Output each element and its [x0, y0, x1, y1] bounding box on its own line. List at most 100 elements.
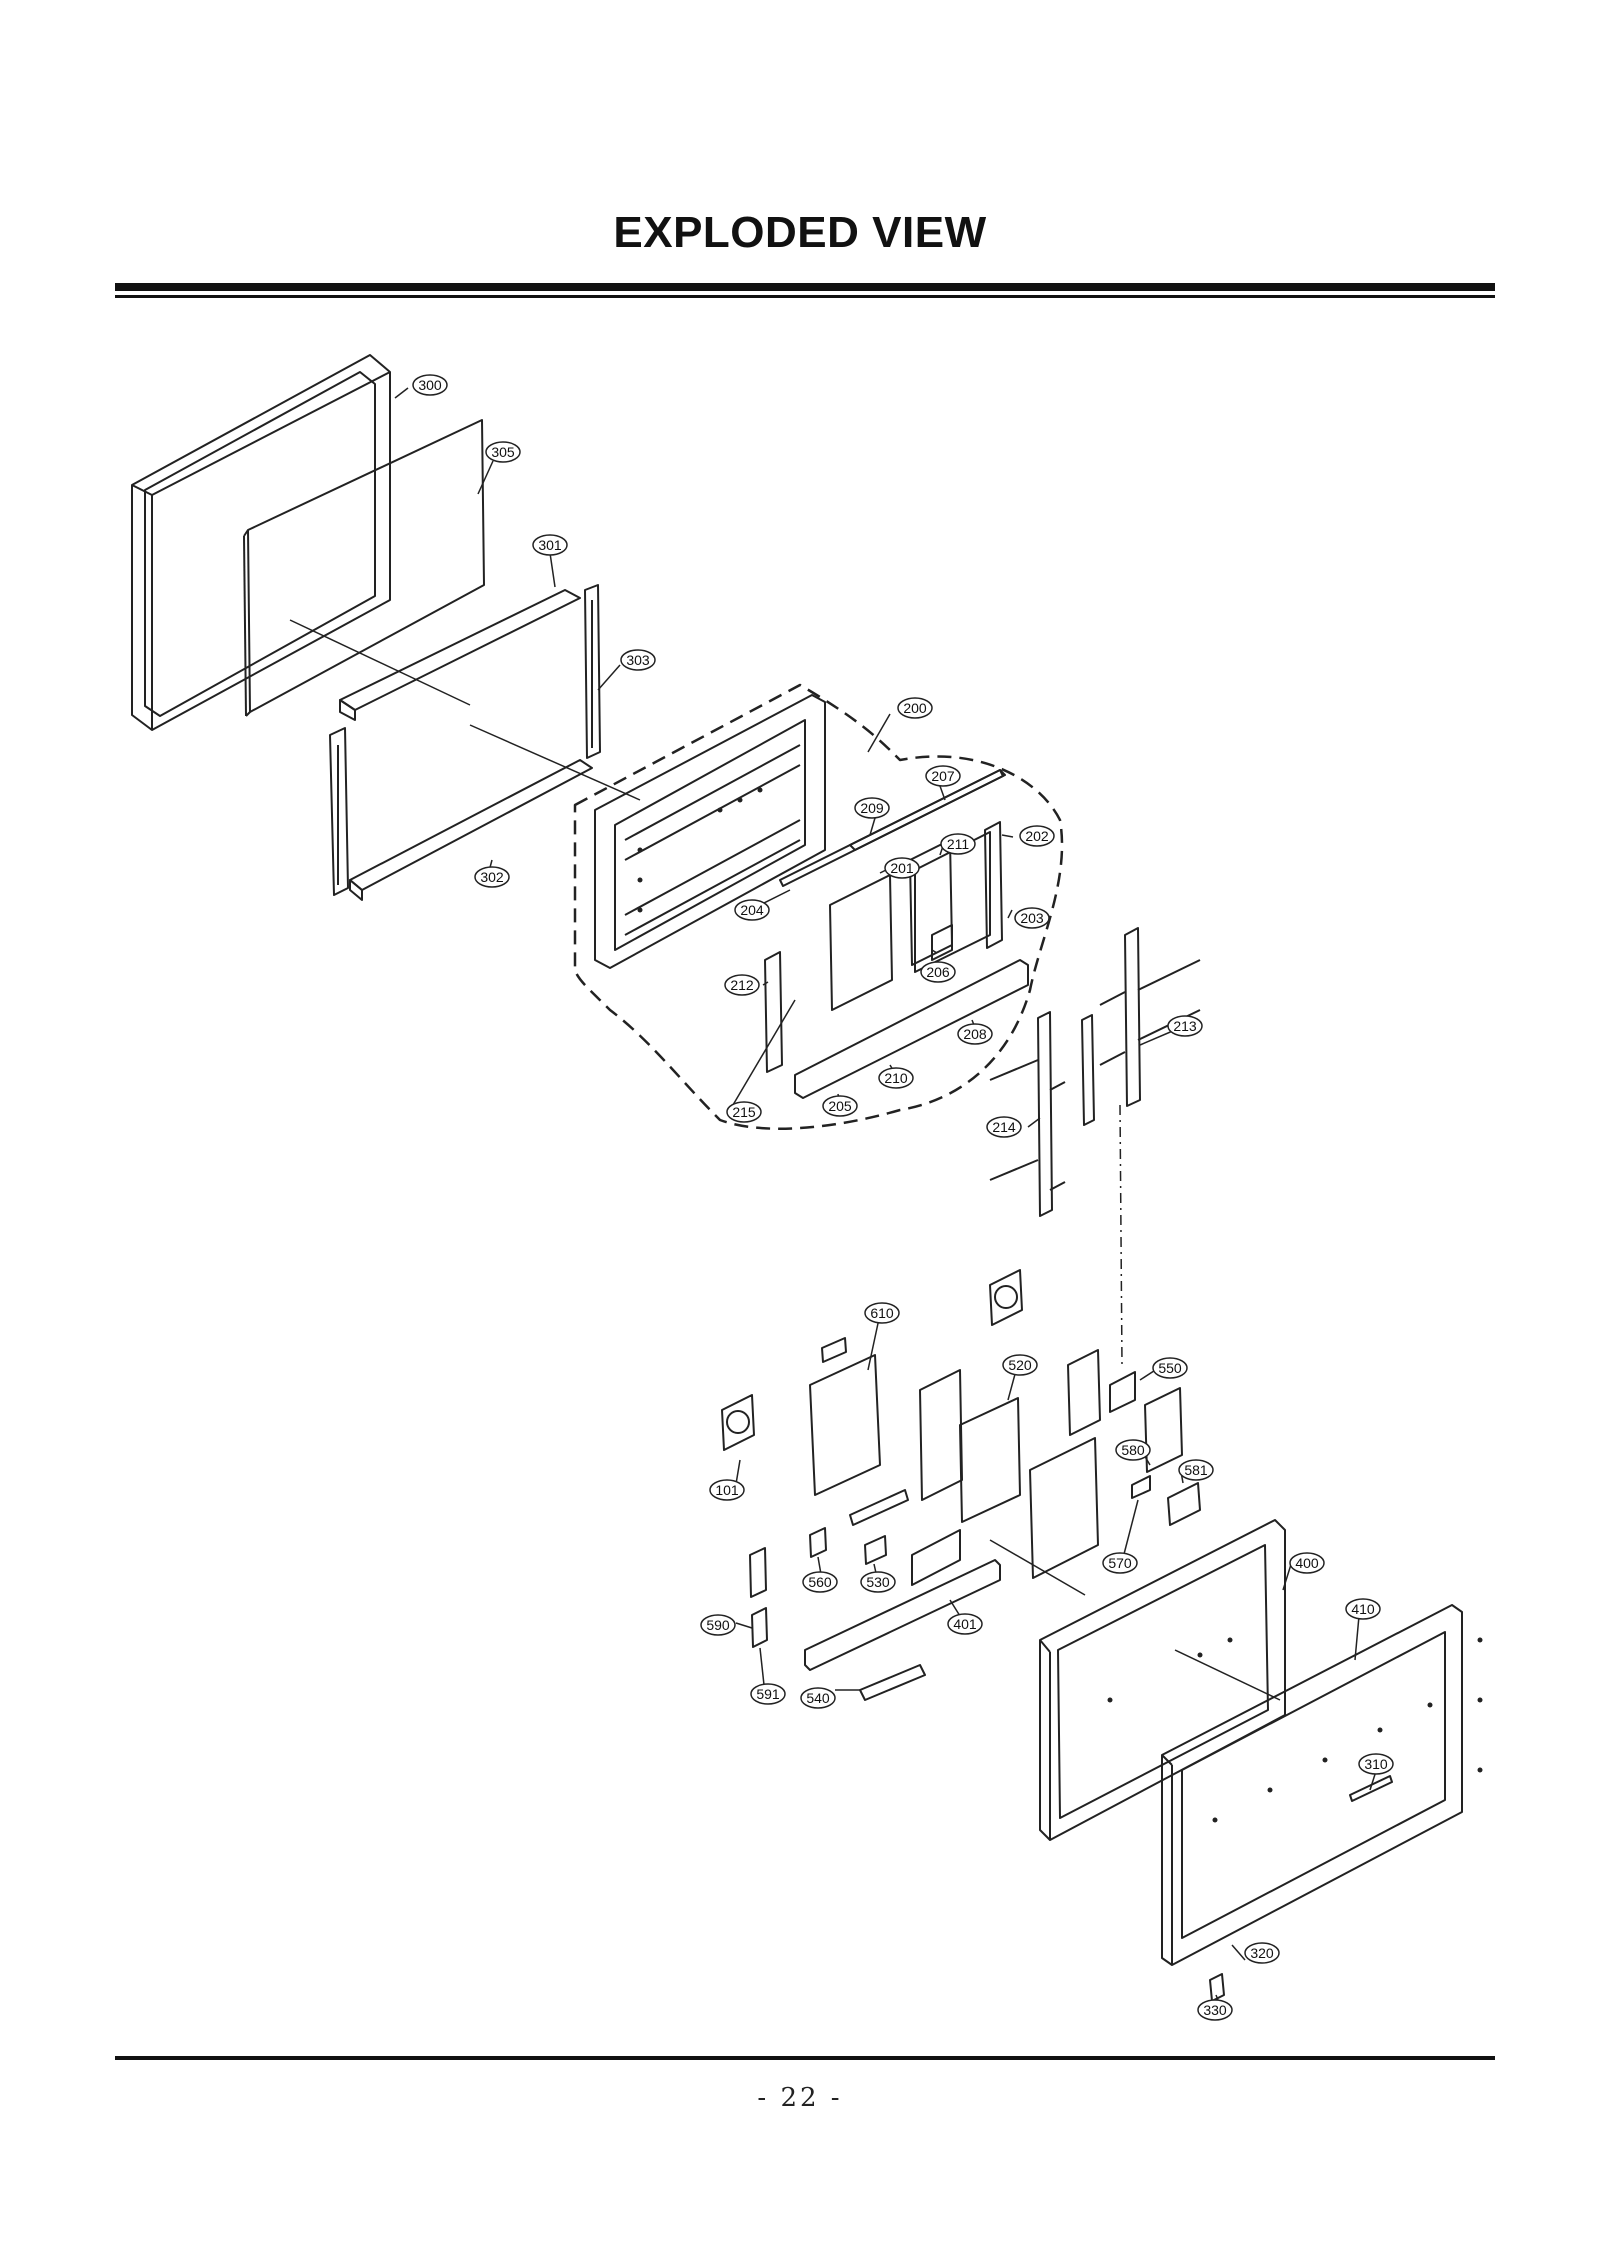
callout-label: 209	[860, 800, 884, 816]
callout-205: 205	[822, 1095, 858, 1117]
fan-left	[721, 1394, 755, 1451]
callout-bubble	[734, 899, 770, 921]
callout-bubble	[897, 697, 933, 719]
callout-208: 208	[957, 1023, 993, 1045]
callout-bubble	[940, 833, 976, 855]
callout-410: 410	[1345, 1598, 1381, 1620]
callout-label: 204	[740, 902, 764, 918]
callout-bubble	[1197, 1999, 1233, 2021]
callout-bubble	[957, 1023, 993, 1045]
callout-206: 206	[920, 961, 956, 983]
callout-bubble	[1102, 1552, 1138, 1574]
callout-310: 310	[1358, 1753, 1394, 1775]
callout-label: 303	[626, 652, 650, 668]
callout-bubble	[620, 649, 656, 671]
small-board-206b	[931, 924, 953, 961]
callout-label: 302	[480, 869, 504, 885]
callout-label: 410	[1351, 1601, 1375, 1617]
guide-line-1	[289, 619, 471, 706]
callout-label: 330	[1203, 2002, 1227, 2018]
callout-210: 210	[878, 1067, 914, 1089]
callout-400: 400	[1289, 1552, 1325, 1574]
callout-204: 204	[734, 899, 770, 921]
callout-bubble	[986, 1116, 1022, 1138]
callout-200: 200	[897, 697, 933, 719]
callout-580: 580	[1115, 1439, 1151, 1461]
callout-label: 203	[1020, 910, 1044, 926]
callout-label: 214	[992, 1119, 1016, 1135]
callout-305: 305	[485, 441, 521, 463]
guide-line-2	[469, 724, 641, 801]
callout-209: 209	[854, 797, 890, 819]
callout-bubble	[709, 1479, 745, 1501]
glass-panel	[243, 419, 485, 717]
shield-frame	[919, 1369, 963, 1501]
callout-bubble	[878, 1067, 914, 1089]
callout-320: 320	[1244, 1942, 1280, 1964]
callout-label: 310	[1364, 1756, 1388, 1772]
board-580	[1144, 1387, 1183, 1473]
callout-213: 213	[1167, 1015, 1203, 1037]
small-bracket-310	[1349, 1775, 1393, 1802]
guide-line-4	[989, 1539, 1086, 1596]
box-530	[911, 1529, 961, 1586]
bottom-rail-205	[794, 959, 1029, 1099]
callout-bubble	[1345, 1598, 1381, 1620]
callout-201: 201	[884, 857, 920, 879]
bracket-middle	[1081, 1014, 1095, 1126]
title-rule-thick	[115, 283, 1495, 291]
callout-540: 540	[800, 1687, 836, 1709]
callout-label: 305	[491, 444, 515, 460]
callout-label: 530	[866, 1574, 890, 1590]
rear-frame-410	[1161, 1604, 1463, 1966]
callout-label: 208	[963, 1026, 987, 1042]
label-610	[821, 1337, 847, 1363]
callout-label: 205	[828, 1098, 852, 1114]
callout-bubble	[854, 797, 890, 819]
callout-bubble	[1019, 825, 1055, 847]
callout-bubble	[860, 1571, 896, 1593]
guide-dashdot	[1119, 1104, 1123, 1366]
callout-520: 520	[1002, 1354, 1038, 1376]
title-rule-thin	[115, 295, 1495, 298]
callout-label: 590	[706, 1617, 730, 1633]
callout-label: 202	[1025, 828, 1049, 844]
callout-bubble	[1167, 1015, 1203, 1037]
case-box	[1029, 1437, 1099, 1579]
board-590	[751, 1607, 768, 1648]
callout-bubble	[1358, 1753, 1394, 1775]
callout-bubble	[822, 1095, 858, 1117]
callout-610: 610	[864, 1302, 900, 1324]
callout-label: 101	[715, 1482, 739, 1498]
callout-bubble	[485, 441, 521, 463]
callout-label: 580	[1121, 1442, 1145, 1458]
callout-215: 215	[726, 1101, 762, 1123]
callout-401: 401	[947, 1613, 983, 1635]
board-570	[1131, 1475, 1151, 1499]
right-side-rail	[584, 584, 601, 759]
small-part-560	[809, 1527, 827, 1558]
board-201	[829, 874, 893, 1011]
callout-label: 201	[890, 860, 914, 876]
callout-202: 202	[1019, 825, 1055, 847]
callout-207: 207	[925, 765, 961, 787]
page-number: - 22 -	[757, 2083, 843, 2113]
callout-label: 550	[1158, 1360, 1182, 1376]
front-bezel	[131, 354, 391, 731]
callout-label: 207	[931, 768, 955, 784]
callout-302: 302	[474, 866, 510, 888]
guide-line-3	[1174, 1649, 1281, 1701]
callout-bubble	[700, 1614, 736, 1636]
callout-bubble	[1002, 1354, 1038, 1376]
bracket-207	[849, 769, 1006, 851]
bracket-590a	[749, 1547, 767, 1598]
callout-bubble	[925, 765, 961, 787]
callout-101: 101	[709, 1479, 745, 1501]
page-title: EXPLODED VIEW	[613, 208, 987, 257]
stand-330	[1209, 1973, 1225, 2002]
left-side-rail	[329, 727, 349, 896]
board-581	[1167, 1482, 1201, 1526]
bracket-530a	[849, 1489, 909, 1526]
callout-label: 581	[1184, 1462, 1208, 1478]
